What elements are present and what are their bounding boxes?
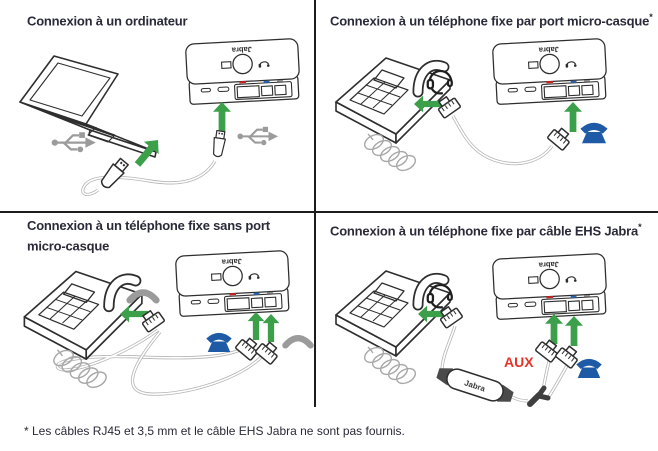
ehs-cable-adapter: Jabra — [436, 368, 514, 402]
illustration-ehs-cable: Jabra AUX — [336, 253, 609, 407]
section-title-headset-port: Connexion à un téléphone fixe par port m… — [330, 9, 653, 29]
section-title-text: Connexion à un téléphone fixe par câble … — [330, 223, 639, 239]
vertical-divider — [314, 0, 316, 407]
usb-plug-icon — [97, 156, 131, 192]
usb-plug-icon — [211, 129, 228, 159]
green-arrow-icon — [213, 102, 231, 132]
handset-icon — [130, 293, 157, 301]
green-arrow-icon — [545, 314, 563, 344]
green-arrow-icon — [262, 314, 280, 342]
section-title-computer: Connexion à un ordinateur — [27, 9, 188, 29]
title-asterisk: * — [638, 222, 642, 232]
green-arrow-icon — [130, 133, 166, 171]
section-title-text: Connexion à un téléphone fixe par port m… — [330, 13, 650, 29]
illustration-no-headset-port — [24, 250, 310, 396]
green-arrow-icon — [564, 102, 582, 132]
section-title-text: Connexion à un ordinateur — [27, 13, 188, 29]
jabra-device — [491, 253, 609, 321]
jabra-device — [174, 250, 292, 318]
footnote: * Les câbles RJ45 et 3,5 mm et le câble … — [24, 424, 405, 438]
section-title-no-headset-port: Connexion à un téléphone fixe sans port … — [27, 217, 311, 254]
green-arrow-icon — [247, 312, 265, 340]
handset-icon — [285, 338, 310, 345]
desk-phone — [24, 271, 142, 390]
jabra-device — [491, 38, 609, 106]
aux-label: AUX — [504, 354, 534, 370]
section-title-text: Connexion à un téléphone fixe sans port … — [27, 218, 270, 254]
section-title-ehs-cable: Connexion à un téléphone fixe par câble … — [330, 219, 642, 239]
title-asterisk: * — [649, 12, 653, 22]
phone-icon — [580, 122, 608, 144]
horizontal-divider — [0, 211, 658, 213]
phone-icon — [576, 358, 602, 378]
usb-icon — [236, 125, 280, 146]
illustration-computer — [19, 38, 302, 197]
jabra-device — [184, 38, 302, 106]
cable-splitter — [527, 385, 551, 407]
illustration-headset-port — [336, 38, 609, 173]
green-arrow-icon — [565, 316, 583, 346]
phone-icon — [206, 332, 232, 352]
